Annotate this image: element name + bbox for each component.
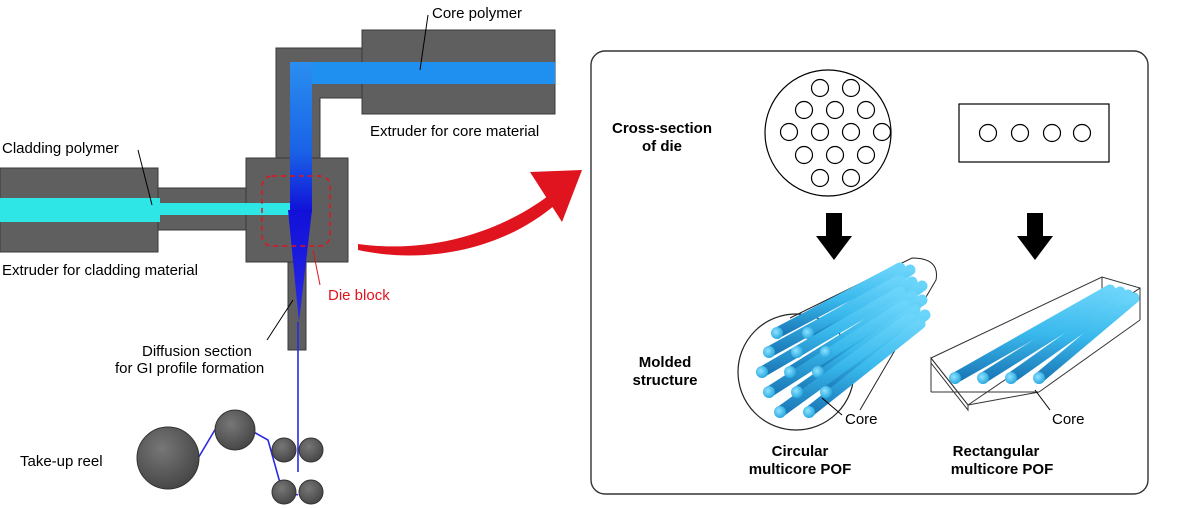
pinch-roller (298, 479, 324, 505)
take-up-label: Take-up reel (20, 453, 103, 470)
rect-pof-name-line1: Rectangular (953, 443, 1040, 460)
extruder-core-label: Extruder for core material (370, 123, 539, 140)
core-leader (821, 397, 843, 416)
pinch-roller (298, 437, 324, 463)
guide-roller (214, 409, 256, 451)
circular-core-label: Core (845, 411, 878, 428)
rectangular-die-cross-section (958, 103, 1110, 163)
detail-panel: Cross-section of die Molded structure (590, 50, 1149, 495)
core-polymer-label: Core polymer (432, 5, 522, 22)
extruder-cladding-label: Extruder for cladding material (2, 262, 198, 279)
take-up-reel (136, 426, 200, 490)
pinch-roller (271, 479, 297, 505)
die-block-highlight (261, 175, 331, 247)
cladding-flow-pipe (158, 203, 290, 215)
gi-diffusion-cone (288, 210, 312, 322)
extrusion-machine (0, 29, 556, 351)
cladding-polymer-label: Cladding polymer (2, 140, 119, 157)
cross-section-label-line2: of die (642, 138, 682, 155)
circular-multicore-pof (737, 257, 937, 431)
circular-pof-name-line1: Circular (772, 443, 829, 460)
bundle-outline (789, 257, 937, 411)
cladding-flow (0, 198, 160, 222)
down-arrow-icon (816, 213, 852, 260)
pinch-roller (271, 437, 297, 463)
core-flow-horizontal (292, 62, 555, 84)
molded-structure-label-line2: structure (632, 372, 697, 389)
take-up-assembly (136, 409, 324, 505)
rect-pof-name-line2: multicore POF (951, 461, 1054, 478)
leader-lines (137, 14, 429, 341)
die-block-label: Die block (328, 287, 390, 304)
circular-die-cross-section (764, 69, 892, 197)
circular-pof-name-line2: multicore POF (749, 461, 852, 478)
cross-section-label-line1: Cross-section (612, 120, 712, 137)
molded-structure-label-line1: Molded (639, 354, 692, 371)
down-arrow-icon (1017, 213, 1053, 260)
diffusion-label-line1: Diffusion section (142, 343, 252, 360)
core-flow-vertical (290, 62, 312, 212)
diffusion-label-line2: for GI profile formation (115, 360, 264, 377)
rectangular-multicore-pof (930, 276, 1142, 412)
red-arrow-icon (358, 170, 582, 256)
rect-core-label: Core (1052, 411, 1085, 428)
rect-core-leader (1034, 389, 1051, 411)
